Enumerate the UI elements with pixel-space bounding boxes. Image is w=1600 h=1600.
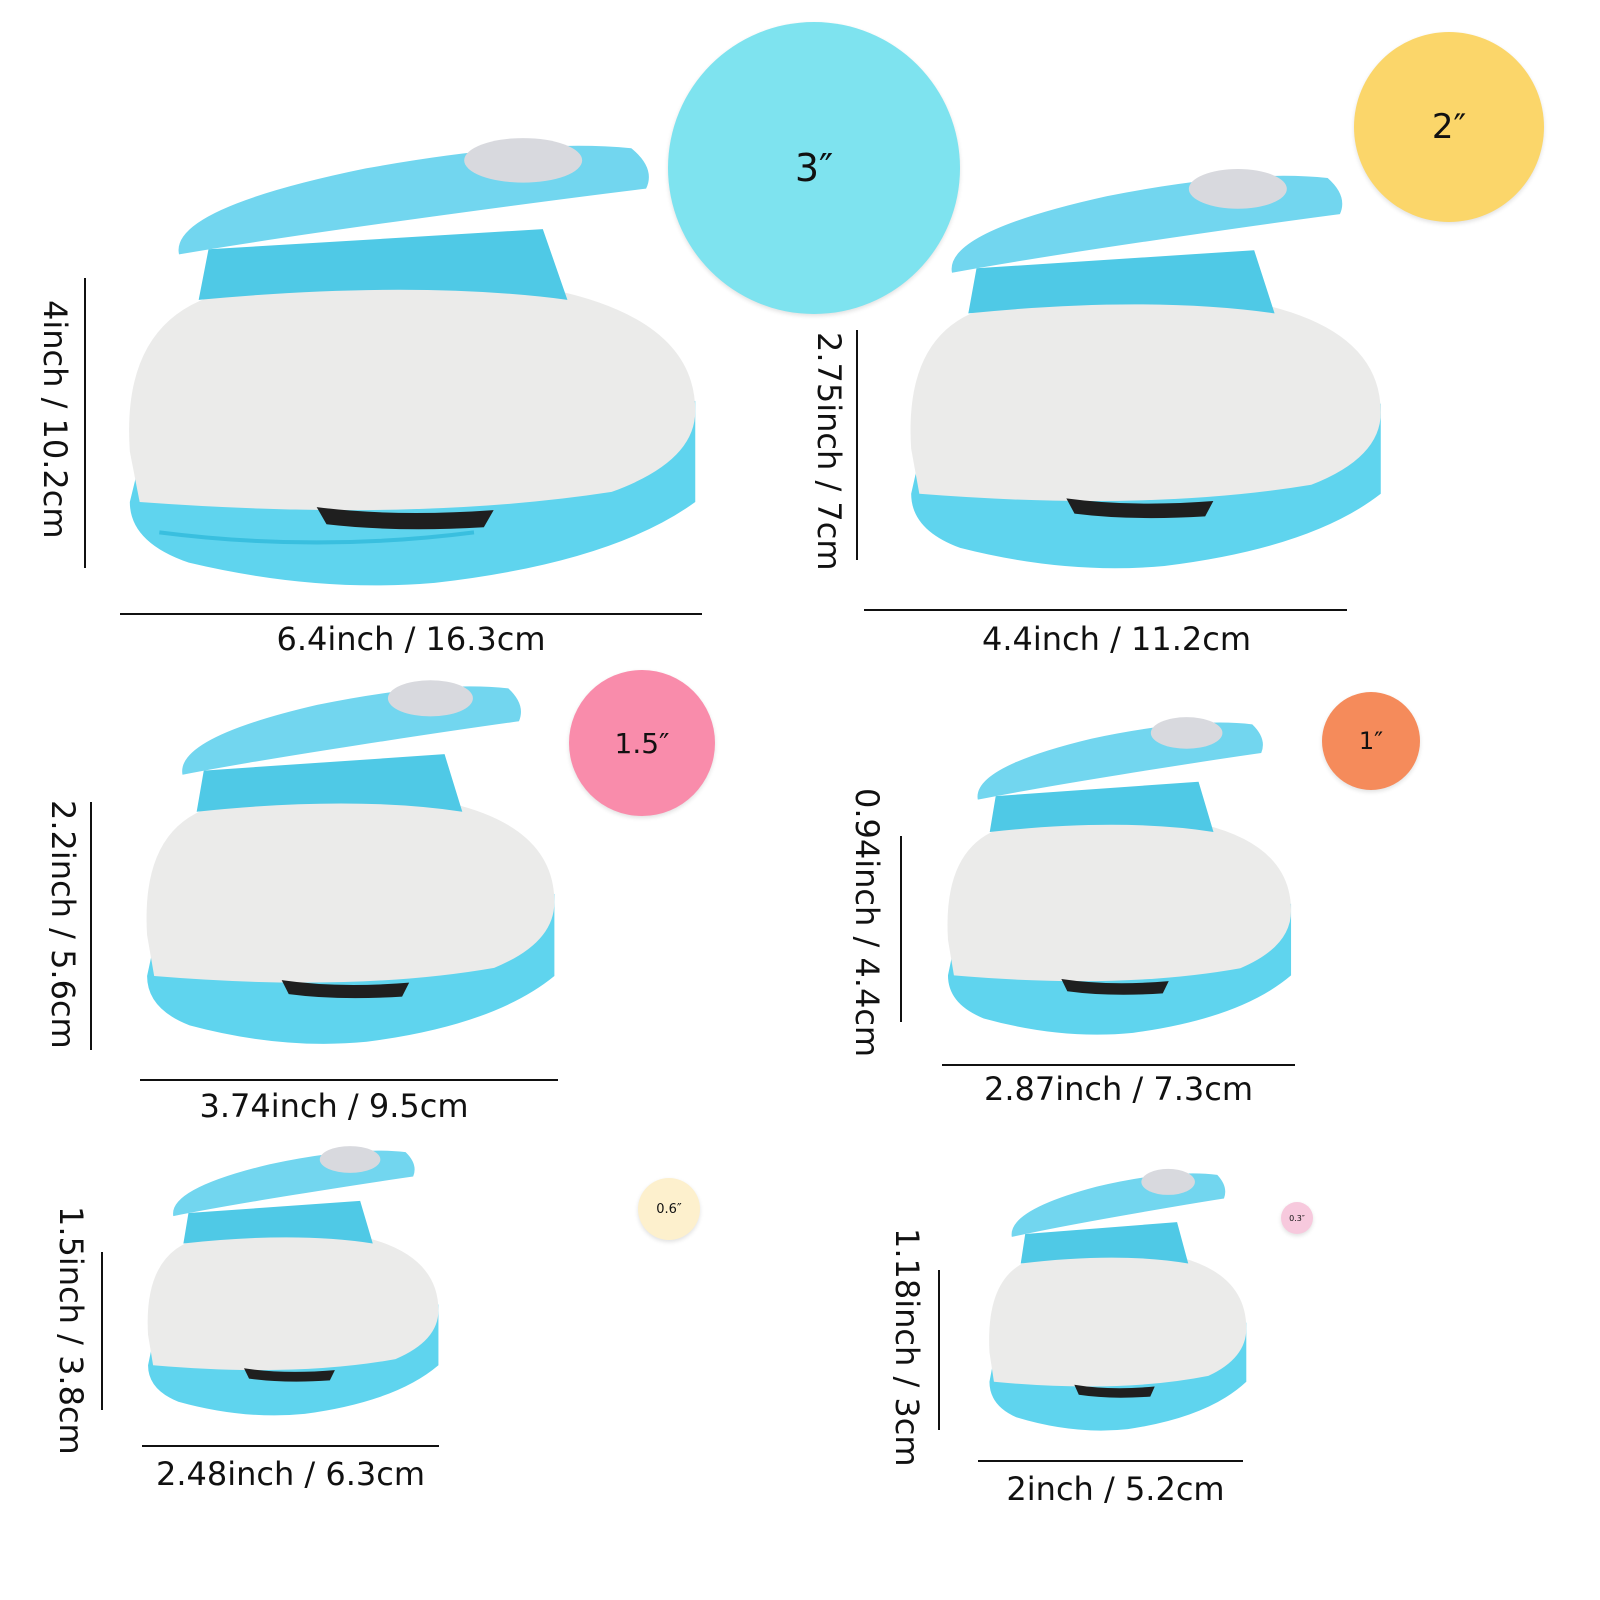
height-line	[938, 1270, 940, 1430]
width-line	[864, 609, 1347, 611]
craft-punch-image	[947, 717, 1292, 1035]
width-line	[142, 1445, 439, 1447]
height-label: 4inch / 10.2cm	[36, 300, 74, 539]
height-line	[90, 802, 92, 1050]
width-label: 3.74inch / 9.5cm	[199, 1087, 469, 1125]
craft-punch-image	[146, 680, 555, 1044]
width-line	[978, 1460, 1243, 1462]
width-label: 2inch / 5.2cm	[1006, 1470, 1225, 1508]
circle-1-5in: 1.5″	[569, 670, 715, 816]
height-line	[856, 330, 858, 560]
width-label: 2.87inch / 7.3cm	[983, 1070, 1254, 1108]
circle-3in: 3″	[668, 22, 960, 314]
circle-2in: 2″	[1354, 32, 1544, 222]
punch-1in	[942, 710, 1300, 1040]
height-label: 1.18inch / 3cm	[888, 1228, 926, 1467]
circle-label: 3″	[794, 146, 834, 190]
punch-3in	[120, 128, 710, 593]
width-label: 6.4inch / 16.3cm	[276, 620, 546, 658]
craft-punch-image	[147, 1146, 439, 1416]
punch-1-5in	[140, 672, 565, 1050]
circle-label: 1″	[1358, 727, 1384, 755]
height-line	[84, 278, 86, 568]
punch-0-3in	[985, 1163, 1253, 1435]
circle-label: 2″	[1431, 107, 1467, 147]
height-label: 2.75inch / 7cm	[810, 332, 848, 571]
circle-label: 0.6″	[656, 1201, 682, 1217]
craft-punch-image	[910, 169, 1381, 569]
height-line	[900, 836, 902, 1022]
circle-label: 1.5″	[614, 726, 670, 760]
circle-label: 0.3″	[1289, 1213, 1305, 1223]
width-line	[942, 1064, 1295, 1066]
circle-0-3in: 0.3″	[1281, 1202, 1313, 1234]
punch-0-6in	[143, 1140, 446, 1420]
craft-punch-image	[989, 1168, 1247, 1431]
height-label: 2.2inch / 5.6cm	[44, 800, 82, 1049]
circle-0-6in: 0.6″	[638, 1178, 700, 1240]
height-label: 1.5inch / 3.8cm	[52, 1206, 90, 1455]
width-line	[140, 1079, 558, 1081]
width-label: 4.4inch / 11.2cm	[981, 620, 1252, 658]
craft-punch-image	[129, 138, 696, 586]
height-label: 0.94inch / 4.4cm	[848, 788, 886, 1058]
width-label: 2.48inch / 6.3cm	[155, 1455, 426, 1493]
circle-1in: 1″	[1322, 692, 1420, 790]
width-line	[120, 613, 702, 615]
height-line	[101, 1252, 103, 1410]
punch-2in	[903, 160, 1393, 575]
